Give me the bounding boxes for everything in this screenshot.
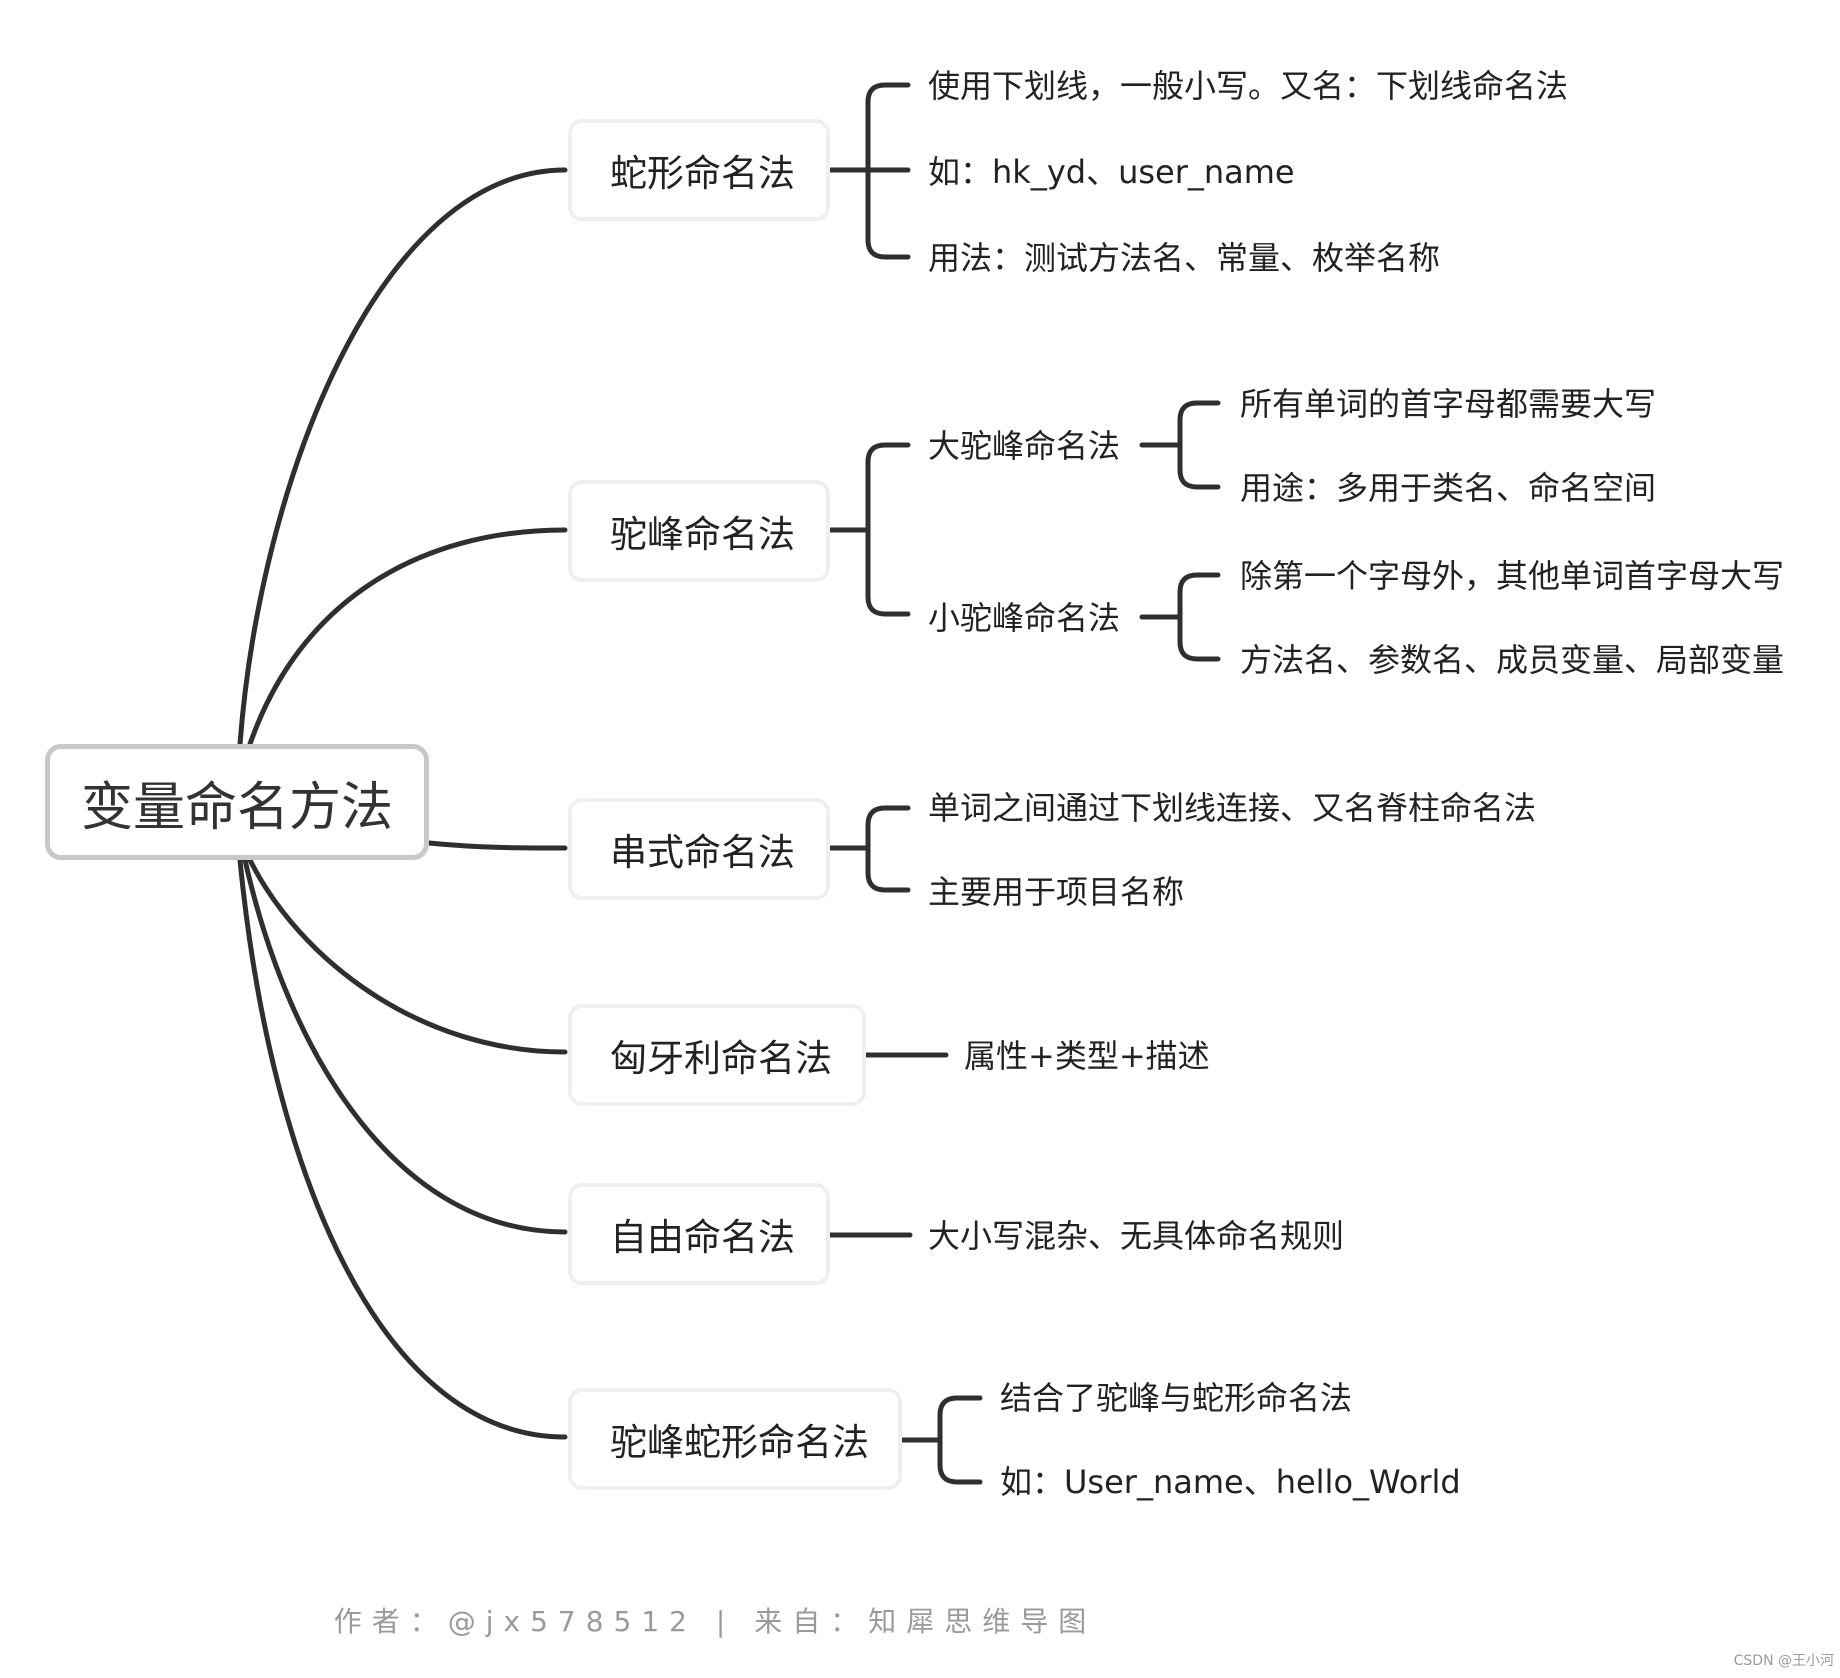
watermark: CSDN @王小河 [1733,1653,1834,1669]
edge-camel-small-bracket [1139,572,1221,662]
leaf-hungarian-1[interactable]: 属性+类型+描述 [964,1037,1210,1075]
edge-root-hungarian [247,857,568,1055]
leaf-snake-3[interactable]: 用法：测试方法名、常量、枚举名称 [928,239,1441,277]
edge-root-snake [237,167,568,747]
edge-camelsnake-bracket [899,1395,983,1485]
edge-camel-big-bracket [1139,400,1221,490]
leaf-camel-big-1[interactable]: 所有单词的首字母都需要大写 [1240,385,1657,423]
footer-credit: 作者：@jx578512 | 来自：知犀思维导图 [333,1605,1097,1638]
leaf-camelsnake-2[interactable]: 如：User_name、hello_World [1000,1463,1461,1501]
node-camel-big[interactable]: 大驼峰命名法 [928,427,1121,465]
root-label: 变量命名方法 [80,777,393,838]
node-hungarian[interactable]: 匈牙利命名法 [568,1004,866,1106]
leaf-snake-2[interactable]: 如：hk_yd、user_name [928,153,1295,191]
node-camelsnake[interactable]: 驼峰蛇形命名法 [568,1388,902,1490]
leaf-camel-small-2[interactable]: 方法名、参数名、成员变量、局部变量 [1240,641,1785,679]
node-kebab-label: 串式命名法 [610,831,795,874]
edge-kebab-bracket [827,805,911,893]
leaf-snake-1[interactable]: 使用下划线，一般小写。又名：下划线命名法 [928,67,1569,105]
root-node[interactable]: 变量命名方法 [45,744,429,860]
node-camel[interactable]: 驼峰命名法 [568,480,830,582]
edge-root-kebab [426,840,568,851]
leaf-kebab-2[interactable]: 主要用于项目名称 [928,873,1185,911]
node-snake[interactable]: 蛇形命名法 [568,119,830,221]
node-camel-label: 驼峰命名法 [610,513,795,556]
node-hungarian-label: 匈牙利命名法 [610,1037,832,1080]
leaf-camelsnake-1[interactable]: 结合了驼峰与蛇形命名法 [1000,1379,1353,1417]
node-camel-small[interactable]: 小驼峰命名法 [928,599,1121,637]
leaf-camel-small-1[interactable]: 除第一个字母外，其他单词首字母大写 [1240,557,1785,595]
node-kebab[interactable]: 串式命名法 [568,798,830,900]
edge-camel-bracket [827,442,911,617]
node-free[interactable]: 自由命名法 [568,1183,830,1285]
edge-snake-bracket [827,82,911,260]
leaf-camel-big-2[interactable]: 用途：多用于类名、命名空间 [1240,469,1657,507]
edge-root-camel [247,527,568,747]
node-free-label: 自由命名法 [610,1216,795,1259]
edge-root-free [242,857,568,1235]
leaf-kebab-1[interactable]: 单词之间通过下划线连接、又名脊柱命名法 [928,789,1537,827]
node-camelsnake-label: 驼峰蛇形命名法 [610,1421,869,1464]
node-snake-label: 蛇形命名法 [610,152,795,195]
leaf-free-1[interactable]: 大小写混杂、无具体命名规则 [928,1217,1345,1255]
edge-root-camelsnake [237,857,568,1440]
